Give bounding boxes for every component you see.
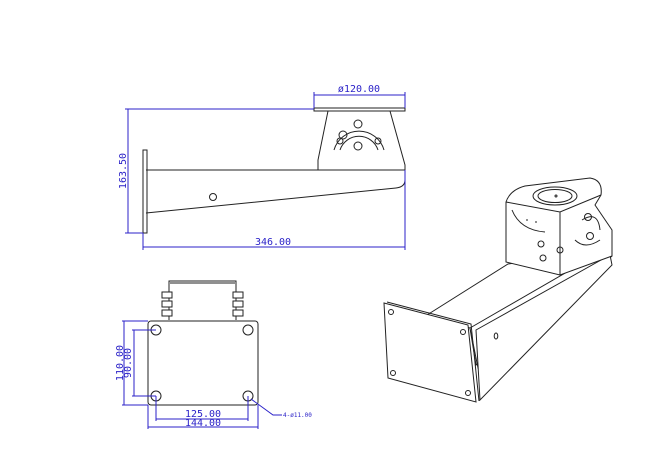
bracket-arc-slot	[333, 130, 385, 151]
arm	[145, 169, 406, 214]
nut-icon	[556, 246, 564, 254]
dimension-line-diameter	[313, 92, 406, 108]
mount-hole	[460, 329, 466, 335]
nut-icon	[539, 254, 547, 262]
bottom-view: 110.00 90.00 125.00 144.00 4-ø11.00	[115, 280, 312, 429]
slot-hole-icon	[374, 137, 382, 145]
nut-icon	[537, 240, 545, 248]
bracket-top	[168, 280, 237, 320]
bolt-icon	[353, 119, 363, 129]
dimension-hole-spacing-vertical: 90.00	[123, 348, 134, 378]
arm-hole	[209, 193, 217, 201]
dimension-overall-height: 163.50	[118, 153, 129, 189]
mount-hole	[242, 324, 254, 336]
wall-plate-edge	[386, 301, 480, 402]
dimension-holes: 4-ø11.00	[283, 412, 312, 419]
bolt-icon	[338, 130, 348, 140]
slot-hole-icon	[336, 137, 344, 145]
side-view: ø120.00 163.50 346.00	[118, 84, 406, 250]
hole-leader-line	[250, 398, 282, 416]
base-plate	[147, 320, 259, 406]
dimension-overall-length: 346.00	[255, 237, 291, 248]
top-mount-plate	[313, 107, 406, 112]
camera-head-edges	[505, 194, 602, 275]
dimension-lines-horizontal	[147, 396, 259, 429]
isometric-view	[383, 177, 613, 403]
arm-side-face	[475, 254, 613, 402]
turntable	[532, 186, 578, 206]
dimension-line-length	[142, 170, 406, 250]
mount-hole	[465, 390, 471, 396]
turntable-center	[554, 194, 558, 198]
mount-hole	[388, 309, 394, 315]
small-marks	[526, 219, 537, 223]
arm-hole	[493, 332, 499, 340]
nuts-right	[232, 291, 244, 317]
dimension-plate-width: 144.00	[185, 418, 221, 429]
bolt-icon	[353, 141, 363, 151]
nuts-left	[161, 291, 173, 317]
bracket-body	[317, 110, 406, 170]
bolt-icon	[586, 232, 594, 240]
bolt-icon	[584, 213, 592, 221]
dimension-lines-vertical	[122, 320, 156, 406]
dimension-line-height	[125, 108, 314, 234]
dimension-hole-spacing-horizontal: 125.00	[185, 409, 221, 420]
turntable-inner	[537, 189, 573, 203]
dimension-plate-height: 110.00	[115, 345, 126, 381]
dimension-mount-diameter: ø120.00	[338, 84, 380, 95]
mount-hole	[390, 370, 396, 376]
wall-plate	[383, 302, 477, 403]
wall-plate	[142, 149, 148, 234]
camera-head	[505, 177, 613, 276]
